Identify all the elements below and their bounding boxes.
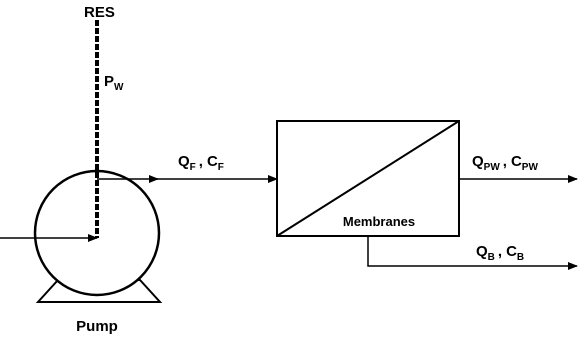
brine-outlet-line [367,236,578,270]
feed-separator: , [199,153,203,170]
pressure-subscript: W [114,82,124,93]
feed-conc-subscript: F [218,162,224,173]
brine-label: QB,CB [476,243,524,263]
pressure-symbol: P [104,73,114,90]
feed-flow-subscript: F [190,162,196,173]
permeate-separator: , [503,153,507,170]
membrane-diagonal [276,120,460,237]
brine-conc-symbol: C [506,243,517,260]
feed-conc-symbol: C [207,153,218,170]
permeate-flow-symbol: Q [472,153,484,170]
membranes-label: Membranes [343,214,415,229]
feed-flow-symbol: Q [178,153,190,170]
pump-label: Pump [76,318,118,335]
feed-label: QF,CF [178,153,224,173]
brine-flow-subscript: B [488,252,495,263]
permeate-flow-subscript: PW [484,162,501,173]
permeate-label: QPW,CPW [472,153,538,173]
brine-flow-symbol: Q [476,243,488,260]
reservoir-label: RES [84,4,115,21]
brine-separator: , [498,243,502,260]
brine-conc-subscript: B [517,252,524,263]
pump-base [35,279,163,303]
pressure-label: PW [104,73,124,93]
permeate-conc-subscript: PW [522,162,539,173]
permeate-conc-symbol: C [511,153,522,170]
